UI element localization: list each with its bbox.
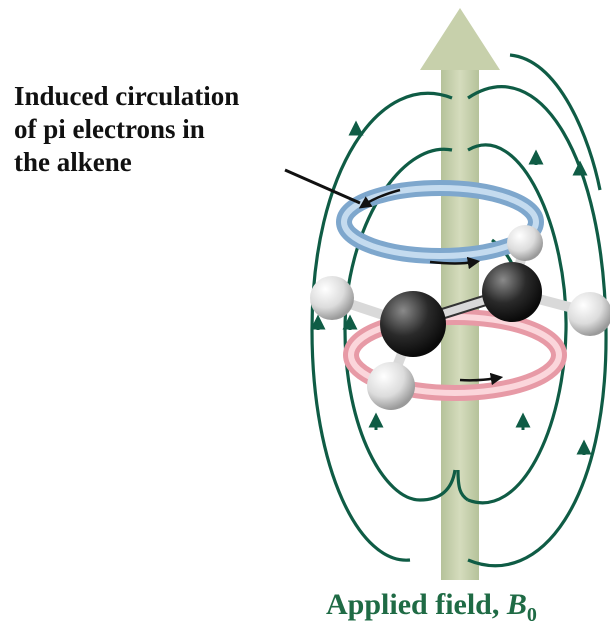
carbon-atom-2 <box>482 262 542 322</box>
hydrogen-atom-2 <box>367 362 415 410</box>
hydrogen-atom-1 <box>310 276 354 320</box>
annotation-pointer <box>285 170 360 203</box>
applied-field-prefix: Applied field, <box>326 588 507 621</box>
applied-field-label: Applied field, B0 <box>326 588 537 627</box>
annotation-text: Induced circulation of pi electrons in t… <box>14 80 239 179</box>
annotation-line-1: Induced circulation <box>14 80 239 113</box>
applied-field-subscript: 0 <box>527 604 537 626</box>
annotation-line-3: the alkene <box>14 146 239 179</box>
hydrogen-atom-4 <box>568 292 610 336</box>
applied-field-symbol: B <box>507 588 527 621</box>
hydrogen-atom-3 <box>507 225 543 261</box>
carbon-atom-1 <box>380 291 446 357</box>
upper-pi-ring <box>344 188 536 264</box>
annotation-line-2: of pi electrons in <box>14 113 239 146</box>
